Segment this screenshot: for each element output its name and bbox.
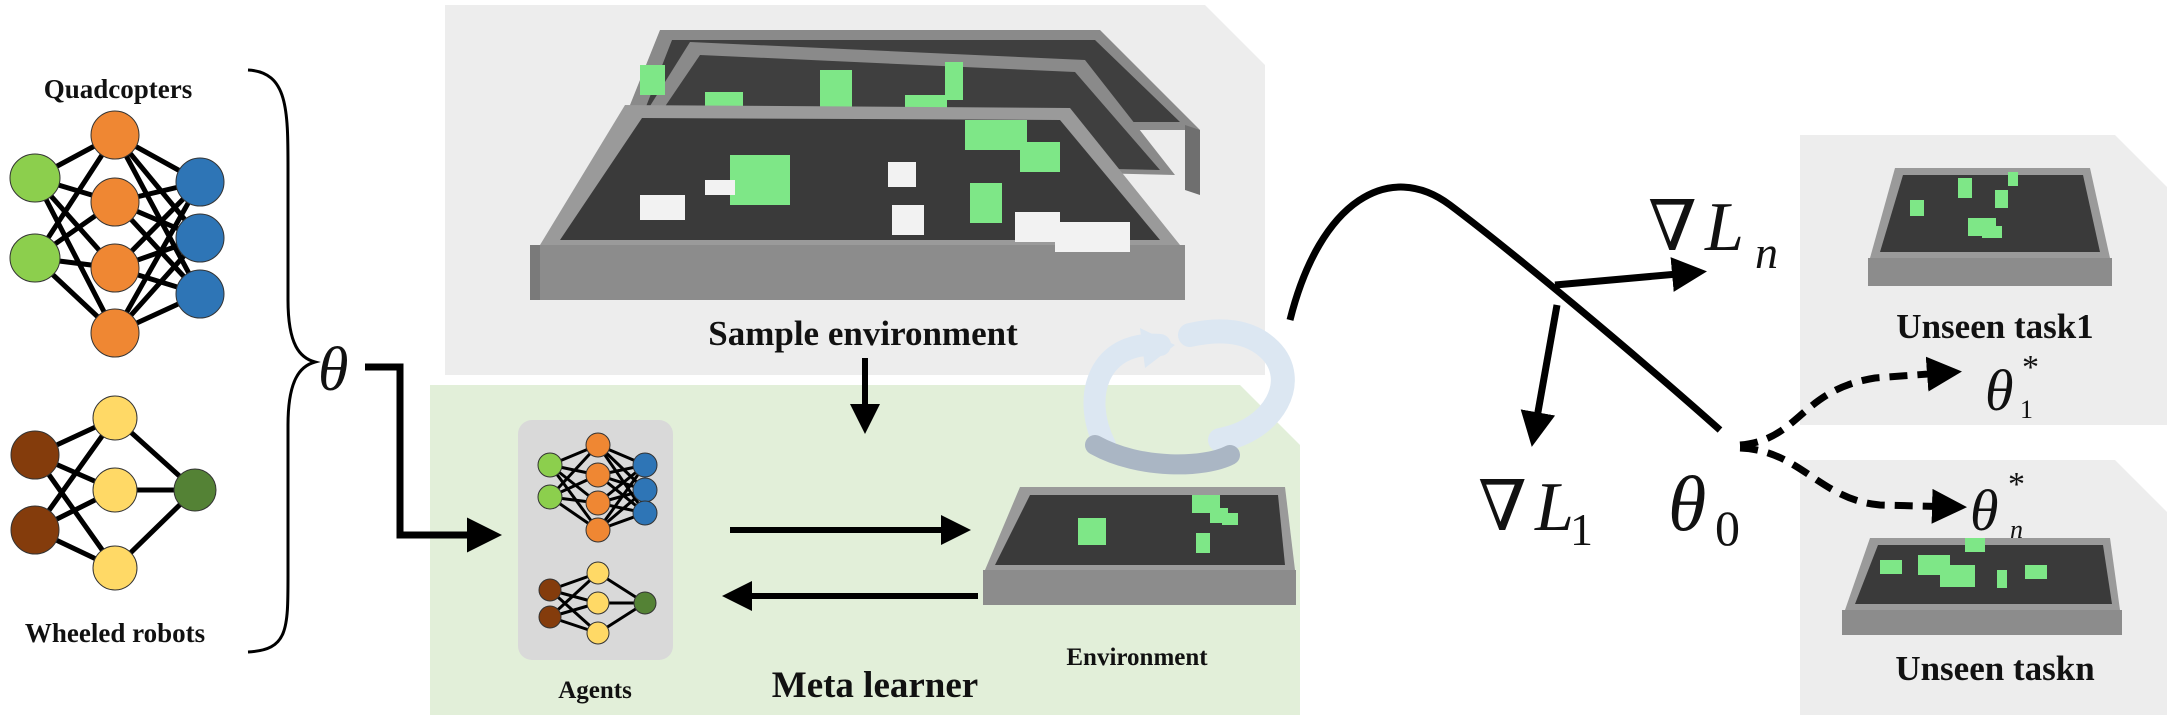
meta-learner-label: Meta learner	[772, 665, 978, 706]
sample-environment-label: Sample environment	[708, 314, 1018, 353]
svg-text:θ: θ	[1985, 358, 2014, 423]
gradient-l1-arrow	[1520, 304, 1561, 447]
environment-label: Environment	[1066, 644, 1208, 671]
cycle-arrows	[1083, 319, 1295, 475]
theta-to-agents-arrow	[365, 363, 502, 553]
svg-text:L: L	[1534, 469, 1574, 546]
dashed-arrow-task1	[1739, 356, 1962, 449]
svg-text:n: n	[2010, 515, 2023, 544]
dashed-arrow-taskn	[1739, 444, 1967, 524]
wheeled-robot-nodes	[10, 395, 217, 591]
quadcopter-nodes	[9, 110, 225, 358]
nabla-ln: ∇ L n	[1648, 189, 1778, 278]
unseen-task1-label: Unseen task1	[1896, 307, 2093, 346]
svg-text:0: 0	[1715, 500, 1740, 556]
unseen-taskn-arena	[1842, 538, 2122, 635]
wheeled-robots-label: Wheeled robots	[25, 618, 205, 648]
svg-text:∇: ∇	[1478, 469, 1527, 546]
agents-wheeled-nodes	[538, 561, 657, 645]
unseen-taskn-label: Unseen taskn	[1895, 649, 2094, 688]
gradient-ln-arrow	[1554, 257, 1707, 292]
svg-text:θ: θ	[1970, 478, 1999, 543]
environment-arena	[983, 487, 1296, 605]
svg-text:*: *	[2022, 349, 2039, 386]
svg-text:n: n	[1755, 227, 1778, 278]
loss-curve	[1286, 183, 1723, 433]
theta-symbol: θ	[318, 336, 348, 404]
svg-text:L: L	[1704, 189, 1744, 266]
quadcopter-network	[32, 132, 203, 336]
svg-text:1: 1	[1570, 504, 1593, 555]
theta-zero: θ 0	[1668, 460, 1740, 556]
sample-environment-scene	[530, 30, 1200, 300]
svg-text:θ: θ	[1668, 460, 1706, 547]
agents-quadcopter-nodes	[537, 432, 658, 543]
theta-1-star: θ * 1	[1985, 349, 2039, 424]
svg-text:*: *	[2008, 466, 2025, 503]
quadcopters-label: Quadcopters	[44, 74, 193, 104]
curly-brace	[247, 68, 321, 654]
svg-text:∇: ∇	[1648, 189, 1697, 266]
svg-text:1: 1	[2020, 395, 2033, 424]
theta-n-star: θ * n	[1970, 466, 2025, 544]
nabla-l1: ∇ L 1	[1478, 469, 1593, 555]
agents-label: Agents	[558, 677, 632, 704]
unseen-task1-arena	[1868, 168, 2112, 286]
